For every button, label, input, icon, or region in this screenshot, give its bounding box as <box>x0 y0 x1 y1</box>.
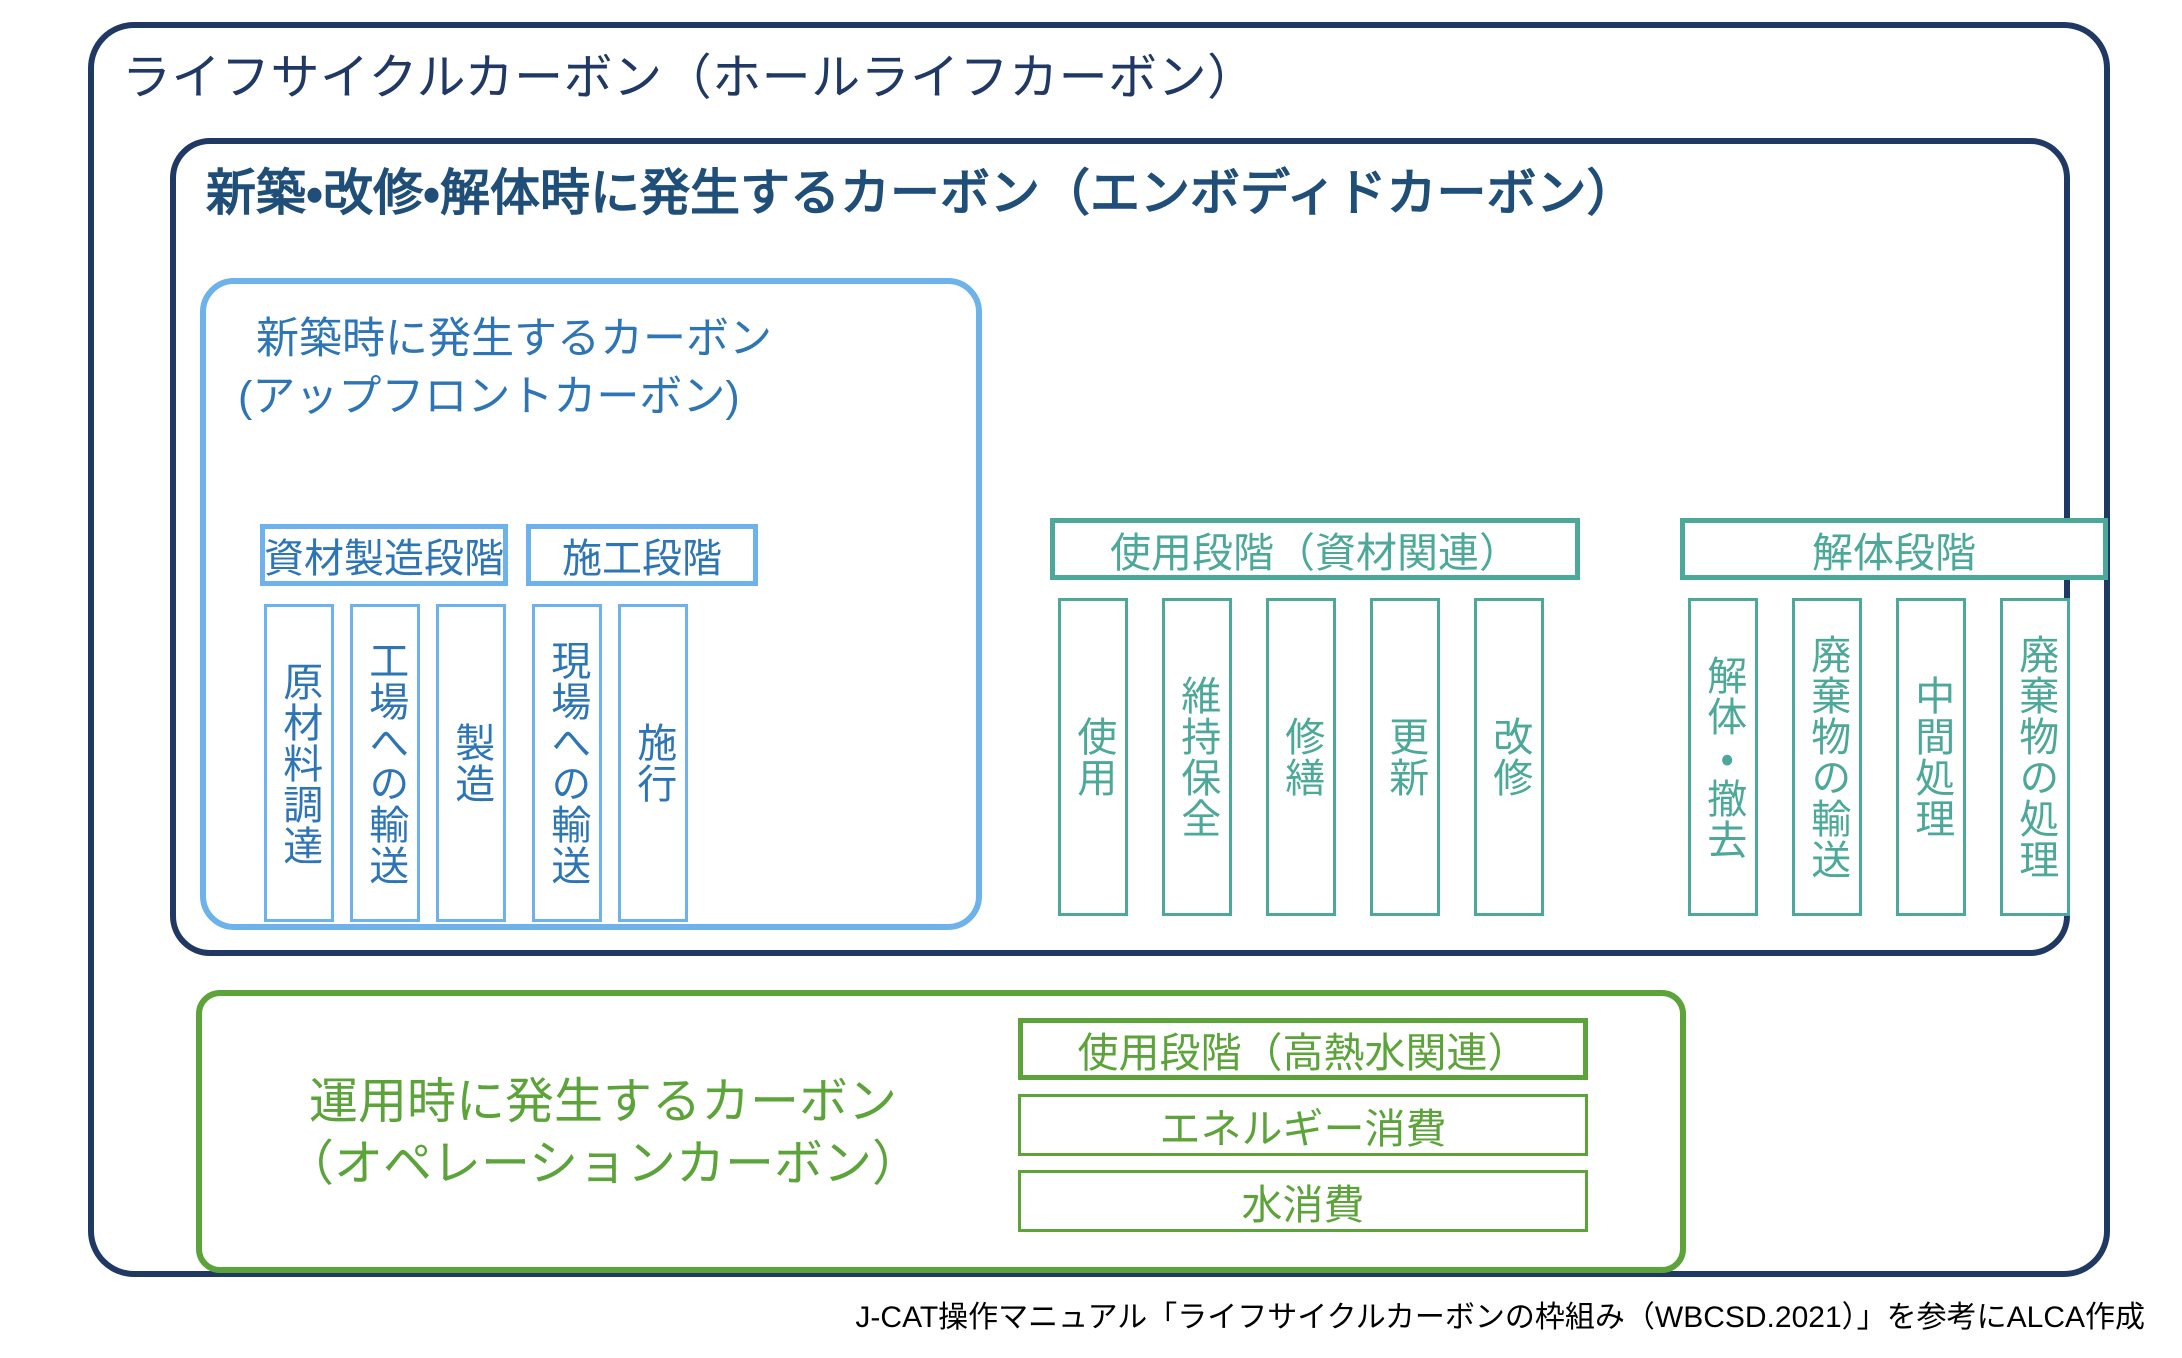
operational-carbon-container: 運用時に発生するカーボン （オペレーションカーボン） 使用段階（高熱水関連） エ… <box>196 990 1686 1273</box>
process-box-construction-work[interactable]: 施行 <box>618 604 688 922</box>
process-label-renovation: 改修 <box>1487 716 1532 798</box>
process-label-transport-to-factory: 工場への輸送 <box>363 640 408 886</box>
process-box-transport-to-site[interactable]: 現場への輸送 <box>532 604 602 922</box>
operational-carbon-title-line1: 運用時に発生するカーボン <box>308 1075 897 1129</box>
lifecycle-carbon-title: ライフサイクルカーボン（ホールライフカーボン） <box>122 51 1257 105</box>
process-box-raw-material-procurement[interactable]: 原材料調達 <box>264 604 334 922</box>
stage-header-demolition[interactable]: 解体段階 <box>1680 518 2108 580</box>
stage-header-construction-label: 施工段階 <box>562 537 722 581</box>
stage-header-construction[interactable]: 施工段階 <box>526 524 758 586</box>
process-box-waste-disposal[interactable]: 廃棄物の処理 <box>2000 598 2070 916</box>
upfront-carbon-title-line1: 新築時に発生するカーボン <box>256 315 772 363</box>
process-label-energy-consumption: エネルギー消費 <box>1159 1106 1447 1152</box>
process-box-intermediate-treatment[interactable]: 中間処理 <box>1896 598 1966 916</box>
process-label-waste-transport: 廃棄物の輸送 <box>1805 634 1850 880</box>
upfront-carbon-title: 新築時に発生するカーボン (アップフロントカーボン) <box>238 310 772 426</box>
process-label-repair: 修繕 <box>1279 716 1324 798</box>
process-label-demolition-removal: 解体・撤去 <box>1701 654 1746 860</box>
process-box-energy-consumption[interactable]: エネルギー消費 <box>1018 1094 1588 1156</box>
process-box-renewal[interactable]: 更新 <box>1370 598 1440 916</box>
process-label-manufacturing: 製造 <box>449 722 494 804</box>
process-label-maintenance: 維持保全 <box>1175 675 1220 839</box>
process-box-manufacturing[interactable]: 製造 <box>436 604 506 922</box>
process-box-water-consumption[interactable]: 水消費 <box>1018 1170 1588 1232</box>
process-box-maintenance[interactable]: 維持保全 <box>1162 598 1232 916</box>
embodied-carbon-container: 新築・改修・解体時に発生するカーボン（エンボディドカーボン） 新築時に発生するカ… <box>170 138 2108 956</box>
process-box-demolition-removal[interactable]: 解体・撤去 <box>1688 598 1758 916</box>
stage-header-demolition-label: 解体段階 <box>1812 530 1976 576</box>
upfront-carbon-title-line2: (アップフロントカーボン) <box>238 373 740 422</box>
stage-header-material-production[interactable]: 資材製造段階 <box>260 524 508 586</box>
stage-header-use-utilities-label: 使用段階（高熱水関連） <box>1077 1030 1529 1076</box>
process-label-water-consumption: 水消費 <box>1241 1182 1365 1228</box>
source-note: J-CAT操作マニュアル「ライフサイクルカーボンの枠組み（WBCSD.2021）… <box>855 1301 2145 1334</box>
process-box-waste-transport[interactable]: 廃棄物の輸送 <box>1792 598 1862 916</box>
process-label-waste-disposal: 廃棄物の処理 <box>2013 634 2058 880</box>
process-box-repair[interactable]: 修繕 <box>1266 598 1336 916</box>
process-box-transport-to-factory[interactable]: 工場への輸送 <box>350 604 420 922</box>
stage-header-use-utilities[interactable]: 使用段階（高熱水関連） <box>1018 1018 1588 1080</box>
stage-header-use-materials[interactable]: 使用段階（資材関連） <box>1050 518 1580 580</box>
upfront-carbon-container: 新築時に発生するカーボン (アップフロントカーボン) 資材製造段階 施工段階 原… <box>200 278 982 930</box>
process-label-raw-material-procurement: 原材料調達 <box>277 660 322 866</box>
process-box-renovation[interactable]: 改修 <box>1474 598 1544 916</box>
stage-header-use-materials-label: 使用段階（資材関連） <box>1110 530 1520 576</box>
process-label-use: 使用 <box>1071 716 1116 798</box>
embodied-carbon-title: 新築・改修・解体時に発生するカーボン（エンボディドカーボン） <box>206 165 1637 221</box>
process-label-transport-to-site: 現場への輸送 <box>545 640 590 886</box>
process-label-renewal: 更新 <box>1383 716 1428 798</box>
process-label-construction-work: 施行 <box>631 722 676 804</box>
operational-carbon-title: 運用時に発生するカーボン （オペレーションカーボン） <box>208 1072 998 1195</box>
operational-carbon-title-line2: （オペレーションカーボン） <box>284 1136 922 1191</box>
lifecycle-carbon-container: ライフサイクルカーボン（ホールライフカーボン） 新築・改修・解体時に発生するカー… <box>88 22 2110 1277</box>
stage-header-material-production-label: 資材製造段階 <box>264 537 504 581</box>
process-box-use[interactable]: 使用 <box>1058 598 1128 916</box>
process-label-intermediate-treatment: 中間処理 <box>1909 675 1954 839</box>
